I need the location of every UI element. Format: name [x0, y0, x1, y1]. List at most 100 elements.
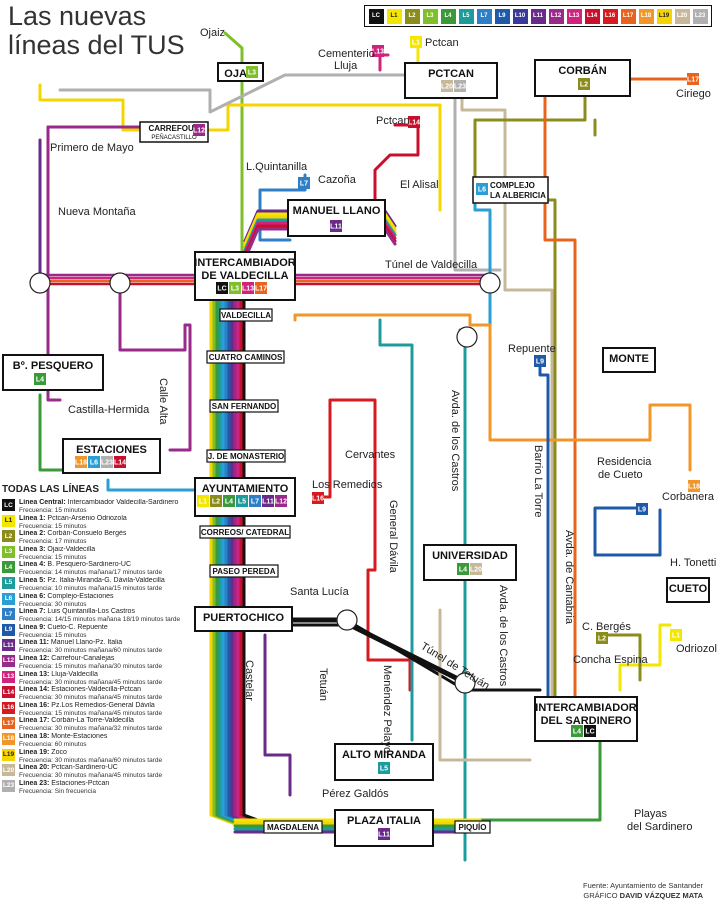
station-monte[interactable]: MONTE — [602, 347, 656, 373]
svg-text:LA ALBERICIA: LA ALBERICIA — [490, 191, 546, 200]
place-label-avda-cantabria: Avda. de Cantabria — [563, 530, 575, 625]
place-label-odriozola: Odriozola — [676, 643, 717, 655]
legend-line-badge: LC — [2, 499, 15, 511]
route-l12-segment — [168, 323, 192, 452]
interchange-circle — [29, 272, 51, 294]
place-label-repuente: Repuente — [508, 343, 556, 355]
legend-text: Línea 16: Pz.Los Remedios-General Dávila… — [19, 702, 162, 718]
legend-line-badge: L12 — [2, 654, 15, 667]
svg-text:L13: L13 — [242, 286, 254, 293]
legend-line-name: Línea 6: — [19, 592, 46, 600]
station-name: CUETO — [669, 583, 708, 595]
line-badge-l13: L13 — [372, 45, 384, 57]
stop-piqu-o[interactable]: PIQUÍO — [454, 820, 491, 834]
station-name: MANUEL LLANO — [293, 205, 381, 217]
line-badge-l1: L1 — [410, 36, 422, 48]
svg-text:L1: L1 — [672, 633, 680, 640]
stop-san-fernando[interactable]: SAN FERNANDO — [209, 399, 279, 413]
station-puertochico[interactable]: PUERTOCHICO — [194, 606, 293, 632]
legend-line-badge: L3 — [2, 545, 15, 558]
line-badge-l5: L5 — [236, 495, 248, 507]
map-title: Las nuevas líneas del TUS — [8, 2, 185, 60]
legend-chip-l17: L17 — [620, 8, 636, 24]
interchange-circle — [456, 326, 478, 348]
svg-text:L3: L3 — [248, 70, 256, 77]
legend-chip-l10: L10 — [512, 8, 528, 24]
legend-line-name: Línea 2: — [19, 530, 46, 538]
legend-line-badge: L2 — [2, 530, 15, 543]
source-note: Fuente: Ayuntamiento de Santander — [583, 881, 703, 890]
legend-line-name: Línea 23: — [19, 779, 50, 787]
interchange-circle — [479, 272, 501, 294]
line-badge-l17: L17 — [687, 73, 699, 85]
line-badge-l14: L14 — [114, 456, 126, 468]
legend-line-name: Línea Central: — [19, 499, 66, 506]
route-l2-segment — [598, 633, 642, 682]
line-badge-l5: L5 — [378, 762, 390, 774]
line-badge-l1: L1 — [670, 629, 682, 641]
svg-text:L17: L17 — [687, 77, 699, 84]
place-label-castelar: Castelar — [243, 660, 255, 701]
legend-line-name: Línea 16: — [19, 701, 50, 709]
svg-text:L20: L20 — [470, 567, 482, 574]
stop-cuatro-caminos[interactable]: CUATRO CAMINOS — [206, 350, 285, 364]
legend-line-badge: L23 — [2, 779, 15, 792]
legend-route: Carrefour-Canalejas — [49, 654, 115, 662]
place-label-residencia: Residencia — [597, 456, 652, 468]
legend-route: Corbán-Consuelo Bergés — [45, 530, 127, 538]
station-name: INTERCAMBIADOR — [194, 257, 295, 269]
stop-magdalena[interactable]: MAGDALENA — [263, 820, 323, 834]
legend-line-badge: L16 — [2, 701, 15, 714]
line-badge-l14: L14 — [408, 116, 420, 128]
legend-frequency: Frecuencia: 30 minutos — [19, 600, 87, 608]
legend-route: Complejo-Estaciones — [45, 592, 114, 600]
stop-correos-catedral[interactable]: CORREOS/ CATEDRAL — [199, 525, 291, 539]
title-line-2: líneas del TUS — [8, 30, 185, 60]
line-badge-l1: L1 — [197, 495, 209, 507]
stop-j-de-monasterio[interactable]: J. DE MONASTERIO — [206, 449, 286, 463]
legend-text: Línea Central: Intercambiador Valdecilla… — [19, 499, 178, 515]
svg-text:PEÑACASTILLO: PEÑACASTILLO — [151, 134, 197, 141]
credit-name: DAVID VÁZQUEZ MATA — [619, 891, 703, 900]
svg-text:L18: L18 — [75, 460, 87, 467]
station-cueto[interactable]: CUETO — [666, 577, 710, 603]
stop-valdecilla[interactable]: VALDECILLA — [219, 308, 273, 322]
legend-line-badge: L20 — [2, 764, 15, 777]
legend-chip-l14: L14 — [584, 8, 600, 24]
legend-line-name: Línea 19: — [19, 748, 50, 756]
svg-text:L13: L13 — [372, 49, 384, 56]
place-label-concha: Concha Espina — [573, 654, 648, 666]
line-badge-l6: L6 — [476, 183, 488, 195]
station-name: UNIVERSIDAD — [432, 550, 508, 562]
line-badge-l11: L11 — [262, 495, 274, 507]
legend-line-badge: L7 — [2, 608, 15, 621]
legend-line-name: Línea 3: — [19, 545, 46, 553]
station-pesquero[interactable]: Bº. PESQUERO — [2, 354, 104, 391]
legend-chip-l20: L20 — [674, 8, 690, 24]
stop-paseo-pereda[interactable]: PASEO PEREDA — [209, 564, 279, 578]
legend-frequency: Frecuencia: 60 minutos — [19, 740, 87, 748]
legend-line-name: Línea 7: — [19, 608, 46, 616]
place-label-corbanera: Corbanera — [662, 491, 715, 503]
route-l5-segment — [378, 318, 414, 742]
station-name: AYUNTAMIENTO — [202, 483, 289, 495]
place-label-pctcan-top: Pctcan — [425, 37, 459, 49]
line-badge-l17: L17 — [255, 282, 267, 294]
place-label-avda-castros2: Avda. de los Castros — [497, 585, 509, 687]
line-badge-l16: L16 — [312, 492, 324, 504]
line-badge-l20: L20 — [470, 563, 482, 575]
legend-row-l16: L16 Línea 16: Pz.Los Remedios-General Dáv… — [2, 701, 208, 718]
